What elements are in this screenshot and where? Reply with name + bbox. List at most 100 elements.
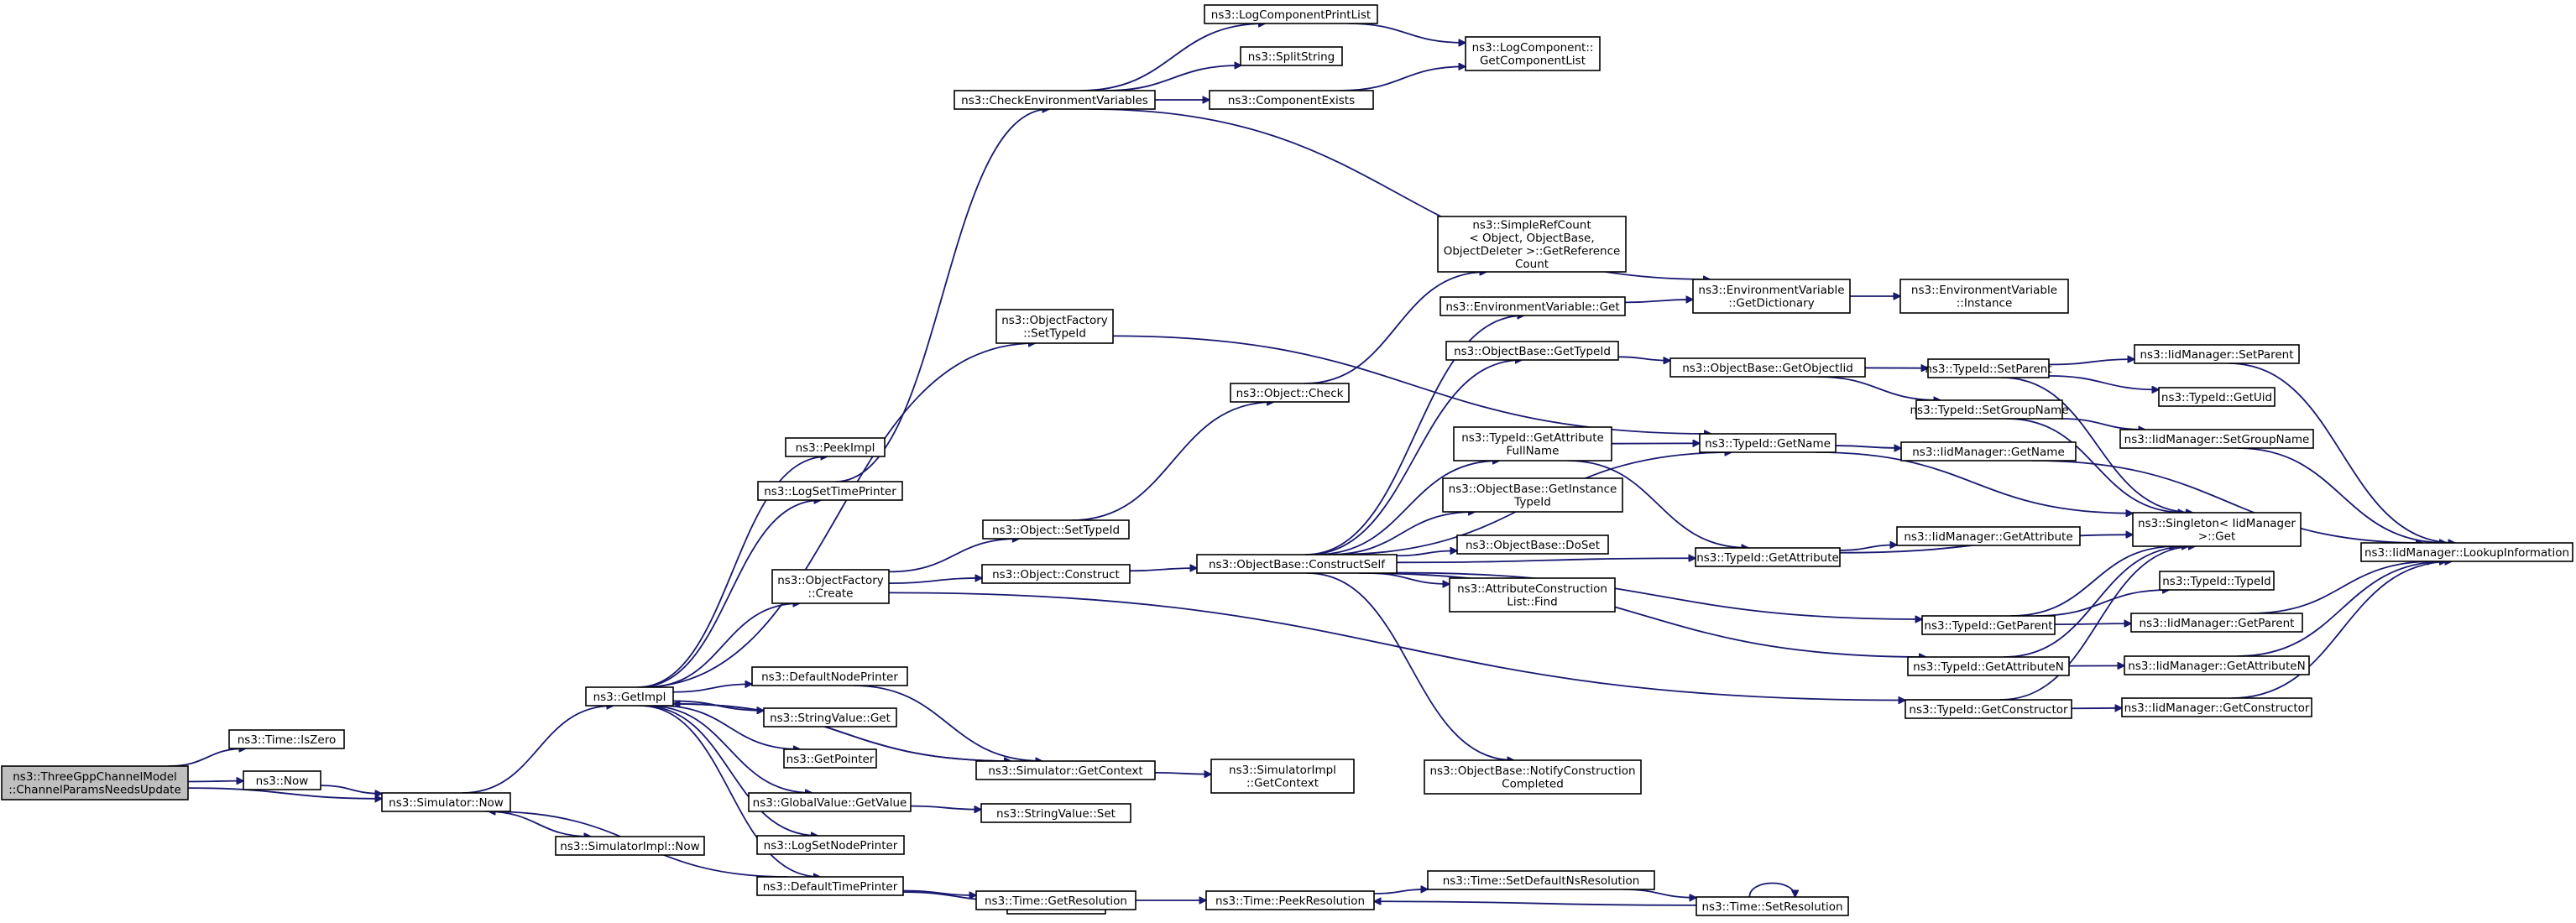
node-sim-getcontext[interactable]: ns3::Simulator::GetContext: [975, 760, 1156, 780]
edge-sim_getcontext-to-getimpl: [673, 704, 1011, 762]
node-singleton-get[interactable]: ns3::Singleton< IidManager>::Get: [2132, 512, 2302, 547]
node-simplerefcount[interactable]: ns3::SimpleRefCount< Object, ObjectBase,…: [1437, 216, 1627, 273]
node-iidmanager-setgroupname[interactable]: ns3::IidManager::SetGroupName: [2119, 429, 2314, 449]
node-box: [756, 876, 904, 896]
node-label: ns3::DefaultNodePrinter: [761, 670, 898, 684]
node-defaulttimeprinter[interactable]: ns3::DefaultTimePrinter: [756, 876, 904, 896]
node-time-setresolution[interactable]: ns3::Time::SetResolution: [1696, 896, 1849, 916]
node-logcomp-getlist[interactable]: ns3::LogComponent::GetComponentList: [1465, 36, 1601, 71]
edge-sim_getcontext-to-simimpl_getcontext: [1154, 773, 1211, 774]
node-objbase-doset[interactable]: ns3::ObjectBase::DoSet: [1456, 535, 1609, 555]
node-getimpl[interactable]: ns3::GetImpl: [585, 686, 674, 707]
edge-defaultnodeprinter-to-sim_getcontext: [853, 685, 1042, 761]
node-box: [243, 770, 321, 790]
node-stringvalue-set[interactable]: ns3::StringValue::Set: [980, 803, 1131, 823]
node-time-getresolution[interactable]: ns3::Time::GetResolution: [975, 890, 1136, 910]
node-checkenv[interactable]: ns3::CheckEnvironmentVariables: [954, 90, 1156, 110]
node-object-settypeid[interactable]: ns3::Object::SetTypeId: [982, 519, 1130, 540]
node-iidmanager-getname[interactable]: ns3::IidManager::GetName: [1900, 441, 2077, 462]
node-root[interactable]: ns3::ThreeGppChannelModel::ChannelParams…: [1, 765, 189, 800]
node-box: [585, 686, 674, 707]
node-box: [1442, 477, 1623, 513]
node-objbase-gettypeid[interactable]: ns3::ObjectBase::GetTypeId: [1445, 341, 1619, 361]
node-label: ns3::Simulator::Now: [389, 796, 504, 810]
node-label: ns3::LogSetTimePrinter: [764, 485, 896, 498]
node-now[interactable]: ns3::Now: [243, 770, 321, 790]
node-objbase-notifyconstruction[interactable]: ns3::ObjectBase::NotifyConstructionCompl…: [1424, 759, 1642, 795]
node-object-check[interactable]: ns3::Object::Check: [1230, 383, 1350, 403]
node-objfactory-create[interactable]: ns3::ObjectFactory::Create: [771, 569, 890, 604]
node-peekimpl[interactable]: ns3::PeekImpl: [785, 437, 886, 457]
edge-root-to-sim_now: [187, 787, 382, 799]
node-typeid-setgroupname[interactable]: ns3::TypeId::SetGroupName: [1910, 399, 2069, 420]
node-typeid-setparent[interactable]: ns3::TypeId::SetParent: [1925, 358, 2052, 378]
node-label: ns3::StringValue::Get: [770, 712, 891, 725]
node-getpointer[interactable]: ns3::GetPointer: [783, 748, 877, 769]
node-iidmanager-getconstructor[interactable]: ns3::IidManager::GetConstructor: [2121, 697, 2312, 717]
node-defaultnodeprinter[interactable]: ns3::DefaultNodePrinter: [751, 666, 908, 686]
node-logsettimeprinter[interactable]: ns3::LogSetTimePrinter: [757, 481, 903, 501]
edge-typeid_setparent-to-iidmanager_setparent: [2048, 359, 2134, 366]
node-label: ns3::StringValue::Set: [996, 807, 1116, 821]
node-box: [763, 707, 897, 727]
node-label: ns3::TypeId::GetAttribute: [1696, 551, 1839, 565]
node-label: ns3::TypeId::SetParent: [1925, 362, 2051, 376]
edge-objbase_constructself-to-objbase_getinstancetypeid: [1328, 512, 1476, 555]
node-logsetnodeprinter[interactable]: ns3::LogSetNodePrinter: [756, 835, 905, 855]
edge-typeid_getattributen-to-singleton_get: [2004, 546, 2188, 658]
edge-getimpl-to-getpointer: [659, 705, 801, 749]
node-label: Count: [1515, 258, 1549, 271]
node-time-peekresolution[interactable]: ns3::Time::PeekResolution: [1205, 890, 1375, 910]
node-typeid-getname[interactable]: ns3::TypeId::GetName: [1699, 433, 1837, 453]
node-componentexists[interactable]: ns3::ComponentExists: [1209, 90, 1374, 110]
node-objbase-constructself[interactable]: ns3::ObjectBase::ConstructSelf: [1196, 554, 1398, 574]
node-typeid-getuid[interactable]: ns3::TypeId::GetUid: [2158, 387, 2276, 407]
node-iidmanager-lookupinformation[interactable]: ns3::IidManager::LookupInformation: [2360, 542, 2573, 562]
node-simimpl-getcontext[interactable]: ns3::SimulatorImpl::GetContext: [1210, 759, 1355, 794]
node-label: ns3::TypeId::GetConstructor: [1909, 703, 2068, 717]
edge-objbase_constructself-to-typeid_getattributen: [1359, 572, 1925, 657]
node-typeid-typeid[interactable]: ns3::TypeId::TypeId: [2159, 571, 2275, 591]
edge-objbase_constructself-to-objbase_gettypeid: [1307, 360, 1522, 555]
node-envvar-getdictionary[interactable]: ns3::EnvironmentVariable::GetDictionary: [1692, 279, 1851, 314]
edge-iidmanager_getattributen-to-iidmanager_lookupinformation: [2237, 561, 2446, 657]
node-typeid-getparent[interactable]: ns3::TypeId::GetParent: [1921, 615, 2056, 635]
node-iidmanager-getattributen[interactable]: ns3::IidManager::GetAttributeN: [2124, 655, 2310, 675]
node-globalvalue-getvalue[interactable]: ns3::GlobalValue::GetValue: [748, 792, 912, 812]
node-label: ns3::CheckEnvironmentVariables: [961, 94, 1148, 107]
node-label: ns3::TypeId::GetName: [1705, 437, 1831, 451]
node-label: ::Create: [808, 587, 854, 601]
node-iidmanager-getattribute[interactable]: ns3::IidManager::GetAttribute: [1896, 526, 2081, 546]
edge-typeid_getconstructor-to-singleton_get: [1999, 546, 2196, 701]
node-box: [1465, 36, 1601, 71]
node-envvar-get[interactable]: ns3::EnvironmentVariable::Get: [1440, 296, 1626, 316]
node-label: ns3::PeekImpl: [796, 441, 875, 455]
node-typeid-getconstructor[interactable]: ns3::TypeId::GetConstructor: [1905, 699, 2072, 719]
node-time-iszero[interactable]: ns3::Time::IsZero: [228, 729, 345, 749]
node-label: ns3::GlobalValue::GetValue: [753, 796, 907, 810]
node-iidmanager-setparent[interactable]: ns3::IidManager::SetParent: [2134, 344, 2300, 364]
edge-componentexists-to-logcomp_getlist: [1339, 66, 1466, 91]
node-object-construct[interactable]: ns3::Object::Construct: [981, 564, 1131, 584]
node-label: ns3::Object::Construct: [992, 568, 1120, 581]
edge-objbase_constructself-to-typeid_getparent: [1396, 571, 1922, 619]
node-time-setdefaultns[interactable]: ns3::Time::SetDefaultNsResolution: [1427, 870, 1655, 890]
node-iidmanager-getparent[interactable]: ns3::IidManager::GetParent: [2130, 613, 2303, 633]
node-splitstring[interactable]: ns3::SplitString: [1240, 46, 1343, 66]
node-objbase-getobjectiid[interactable]: ns3::ObjectBase::GetObjectIid: [1669, 357, 1866, 378]
node-label: ns3::TypeId::GetAttributeN: [1913, 660, 2064, 674]
node-typeid-getattribute[interactable]: ns3::TypeId::GetAttribute: [1695, 547, 1841, 567]
node-objfactory-settypeid[interactable]: ns3::ObjectFactory::SetTypeId: [995, 309, 1114, 344]
node-box: [1424, 759, 1642, 795]
node-label: ns3::SimulatorImpl::Now: [560, 840, 699, 853]
node-simimpl-now[interactable]: ns3::SimulatorImpl::Now: [555, 836, 705, 856]
node-envvar-instance[interactable]: ns3::EnvironmentVariable::Instance: [1899, 279, 2069, 314]
node-stringvalue-get[interactable]: ns3::StringValue::Get: [763, 707, 897, 727]
node-logcompprintlist[interactable]: ns3::LogComponentPrintList: [1204, 4, 1378, 24]
node-box: [751, 666, 908, 686]
node-sim-now[interactable]: ns3::Simulator::Now: [381, 792, 511, 812]
node-typeid-getattributen[interactable]: ns3::TypeId::GetAttributeN: [1907, 656, 2070, 676]
